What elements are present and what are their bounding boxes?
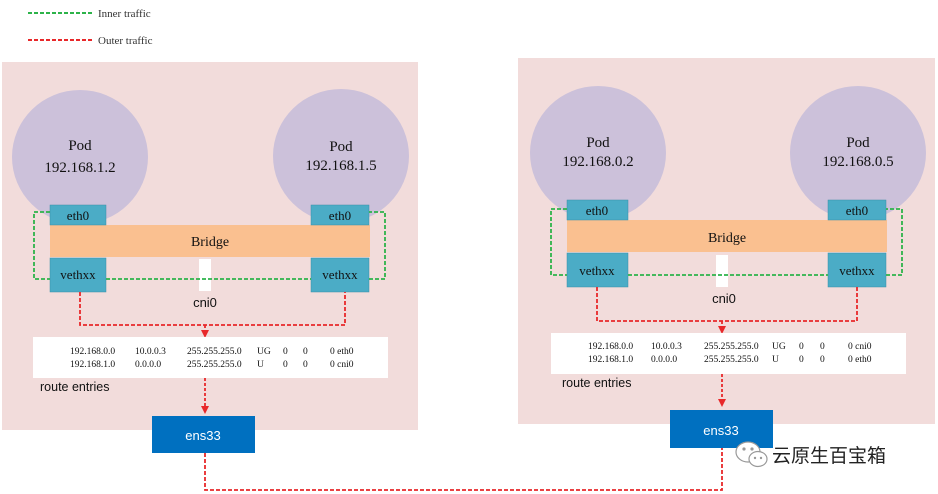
node-2-right-eth0-label: eth0 [846,203,868,218]
node-1-bridge [50,225,370,257]
node-1-pod-right-ip: 192.168.1.5 [305,158,376,174]
node-1-route-table [33,337,388,378]
route-ref: 0 [303,360,308,370]
route-flags: UG [257,347,271,357]
node-2-left-veth-label: vethxx [579,263,615,278]
node-1-left-veth [49,257,107,293]
node-2-inner-traffic-path [550,208,903,276]
node-1-bridge-label: Bridge [191,235,229,250]
node-1-ens33-label: ens33 [185,428,220,443]
node-1-pod-left-ip: 192.168.1.2 [44,160,115,176]
node-2-route-table [551,333,906,374]
route-use-iface: 0 cni0 [848,342,872,352]
node-2-route-title: route entries [562,376,631,390]
node-1-outer-traffic-path [79,292,346,326]
node-2-left-eth0-label: eth0 [586,203,608,218]
node-1-route-title: route entries [40,380,109,394]
node-1-pod-left-title: Pod [68,138,92,154]
node-2-bridge [567,220,887,252]
route-ref: 0 [820,342,825,352]
legend-outer-label: Outer traffic [98,35,153,47]
route-mask: 255.255.255.0 [187,360,242,370]
node-2-pod-left [530,86,666,220]
route-mask: 255.255.255.0 [704,342,759,352]
route-metric: 0 [283,347,288,357]
route-mask: 255.255.255.0 [187,347,242,357]
node-2-route-row-1: 192.168.0.0 10.0.0.3 255.255.255.0 UG 0 … [588,342,872,352]
node-2-right-veth [827,252,887,288]
route-dest: 192.168.1.0 [70,360,115,370]
node-1-route-row-1: 192.168.0.0 10.0.0.3 255.255.255.0 UG 0 … [70,347,354,357]
node-2-left-veth [566,252,629,288]
node-1-route-row-2: 192.168.1.0 0.0.0.0 255.255.255.0 U 0 0 … [70,360,354,370]
node-2-outer-traffic-path [596,287,858,322]
node-1-cni-port [199,259,211,291]
node-1-ens33 [152,416,255,453]
route-flags: UG [772,342,786,352]
inter-node-link [204,448,723,491]
route-dest: 192.168.0.0 [588,342,633,352]
node-1-right-veth-label: vethxx [322,267,358,282]
route-metric: 0 [799,355,804,365]
route-metric: 0 [799,342,804,352]
route-use-iface: 0 eth0 [330,347,354,357]
node-1-left-eth0-label: eth0 [67,208,89,223]
watermark-text: 云原生百宝箱 [772,445,886,467]
route-gateway: 0.0.0.0 [651,355,677,365]
node-2: Pod 192.168.0.2 Pod 192.168.0.5 Bridge e… [518,58,935,448]
node-2-ens33 [670,410,773,448]
node-1-right-eth0 [310,204,370,226]
route-flags: U [772,355,779,365]
route-metric: 0 [283,360,288,370]
route-dest: 192.168.0.0 [70,347,115,357]
node-2-pod-left-ip: 192.168.0.2 [562,154,633,170]
route-ref: 0 [303,347,308,357]
node-1: Pod 192.168.1.2 Pod 192.168.1.5 Bridge e… [2,62,418,453]
node-2-cni-label: cni0 [712,291,736,306]
route-use-iface: 0 eth0 [848,355,872,365]
route-gateway: 10.0.0.3 [135,347,166,357]
wechat-icon [735,441,768,468]
node-2-right-veth-label: vethxx [839,263,875,278]
route-ref: 0 [820,355,825,365]
node-2-pod-right [790,86,926,220]
node-1-left-veth-label: vethxx [60,267,96,282]
node-1-cni-label: cni0 [193,295,217,310]
node-1-right-veth [310,257,370,293]
watermark: 云原生百宝箱 [735,441,888,469]
node-1-inner-traffic-path [33,211,386,280]
route-mask: 255.255.255.0 [704,355,759,365]
node-1-pod-left [12,90,148,224]
route-gateway: 10.0.0.3 [651,342,682,352]
route-gateway: 0.0.0.0 [135,360,161,370]
route-flags: U [257,360,264,370]
node-2-route-row-2: 192.168.1.0 0.0.0.0 255.255.255.0 U 0 0 … [588,355,872,365]
node-2-bridge-label: Bridge [708,231,746,246]
node-2-cni-port [716,255,728,287]
node-1-left-eth0 [49,204,107,226]
node-1-pod-right [273,89,409,223]
node-1-pod-right-title: Pod [329,139,353,155]
node-2-right-eth0 [827,199,887,221]
route-use-iface: 0 cni0 [330,360,354,370]
legend: Inner traffic Outer traffic [28,8,153,47]
node-2-pod-right-title: Pod [846,135,870,151]
node-2-pod-left-title: Pod [586,135,610,151]
route-dest: 192.168.1.0 [588,355,633,365]
node-2-left-eth0 [566,199,629,221]
legend-inner-label: Inner traffic [98,8,151,20]
node-1-right-eth0-label: eth0 [329,208,351,223]
node-2-ens33-label: ens33 [703,423,738,438]
node-2-pod-right-ip: 192.168.0.5 [822,154,893,170]
